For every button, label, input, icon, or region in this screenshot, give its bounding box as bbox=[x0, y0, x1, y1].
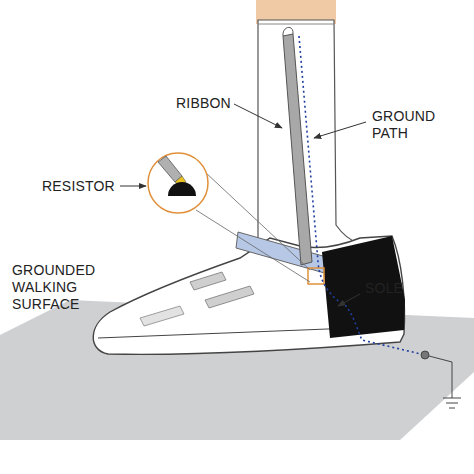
part-label: RESISTOR bbox=[42, 178, 132, 195]
ribbon bbox=[283, 34, 312, 265]
part-label: GROUNDED WALKING SURFACE bbox=[12, 262, 112, 312]
shoe bbox=[93, 236, 404, 354]
leader-arrow bbox=[314, 122, 366, 138]
sock-cuff bbox=[258, 24, 334, 25]
part-label: SOLE bbox=[365, 280, 425, 297]
leader-arrow bbox=[338, 294, 360, 306]
magnifier-line bbox=[205, 172, 310, 270]
leader-arrow bbox=[234, 104, 282, 128]
magnifier-line bbox=[196, 210, 310, 282]
shoe-stripe bbox=[140, 306, 184, 326]
lace-strip bbox=[190, 272, 226, 290]
lace-strip bbox=[205, 286, 254, 308]
ground-path-line bbox=[299, 36, 425, 355]
ground-point bbox=[421, 351, 429, 359]
magnifier-circle bbox=[148, 153, 208, 213]
resistor-symbol bbox=[158, 156, 196, 196]
ground-wire bbox=[429, 356, 452, 398]
ribbon-loop bbox=[283, 27, 293, 36]
resistor-location bbox=[308, 268, 324, 284]
ground-symbol bbox=[443, 398, 461, 408]
part-label: RIBBON bbox=[176, 95, 246, 112]
part-label: GROUND PATH bbox=[372, 108, 444, 142]
leader-arrow bbox=[120, 186, 146, 187]
